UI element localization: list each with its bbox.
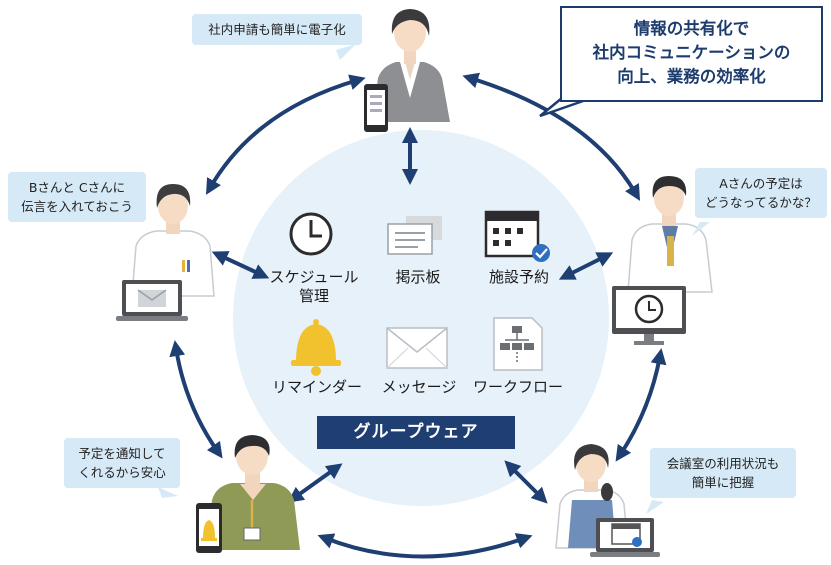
person-top-icon	[364, 9, 450, 132]
speech-bubble-right: Aさんの予定は どうなってるかな？	[695, 168, 827, 218]
headline-callout: 情報の共有化で 社内コミュニケーションの 向上、業務の効率化	[560, 6, 823, 102]
speech-bubble-top: 社内申請も簡単に電子化	[192, 14, 362, 45]
arrow-top-right	[462, 72, 641, 201]
bubble-tail-bottom-right	[646, 500, 664, 514]
callout-tail	[539, 97, 587, 118]
feature-label-bulletin-board: 掲示板	[395, 268, 441, 286]
callout-line-2: 社内コミュニケーションの	[592, 43, 791, 62]
bubble-tail-right	[692, 222, 710, 236]
person-left-icon	[116, 184, 215, 321]
arrow-center-right	[558, 252, 614, 280]
feature-label-facility-booking: 施設予約	[488, 268, 549, 286]
central-circle	[233, 130, 609, 506]
feature-label-schedule: スケジュール 管理	[269, 268, 359, 305]
arrow-center-bottom-left	[287, 463, 343, 503]
feature-label-workflow: ワークフロー	[472, 378, 563, 396]
envelope-icon	[386, 327, 448, 369]
arrow-top-left	[205, 74, 366, 195]
person-bottom-right-icon	[555, 444, 660, 557]
calendar-check-icon	[484, 210, 550, 262]
person-bottom-left-icon	[196, 435, 300, 553]
person-right-icon	[612, 176, 713, 345]
arrow-bottom	[317, 533, 533, 559]
connection-arrows	[169, 72, 667, 559]
bubble-tail-top	[336, 44, 356, 60]
groupware-banner: グループウェア	[317, 416, 515, 449]
arrow-center-bottom-right	[504, 460, 548, 504]
bell-icon	[291, 319, 341, 376]
clock-icon	[289, 212, 333, 256]
speech-bubble-bottom-right: 会議室の利用状況も 簡単に把握	[650, 448, 796, 498]
callout-line-1: 情報の共有化で	[633, 19, 750, 38]
bubble-tail-bottom-left	[158, 487, 178, 498]
arrow-left	[169, 340, 223, 459]
feature-label-reminder: リマインダー	[271, 378, 362, 396]
speech-bubble-bottom-left: 予定を通知して くれるから安心	[64, 438, 180, 488]
arrow-right	[615, 348, 667, 462]
speech-bubble-left: Bさんと Cさんに 伝言を入れておこう	[8, 172, 146, 222]
feature-label-message: メッセージ	[381, 378, 457, 396]
workflow-document-icon	[493, 317, 543, 371]
arrow-center-left	[211, 251, 270, 279]
callout-line-3: 向上、業務の効率化	[617, 67, 766, 86]
bulletin-board-icon	[387, 216, 442, 255]
